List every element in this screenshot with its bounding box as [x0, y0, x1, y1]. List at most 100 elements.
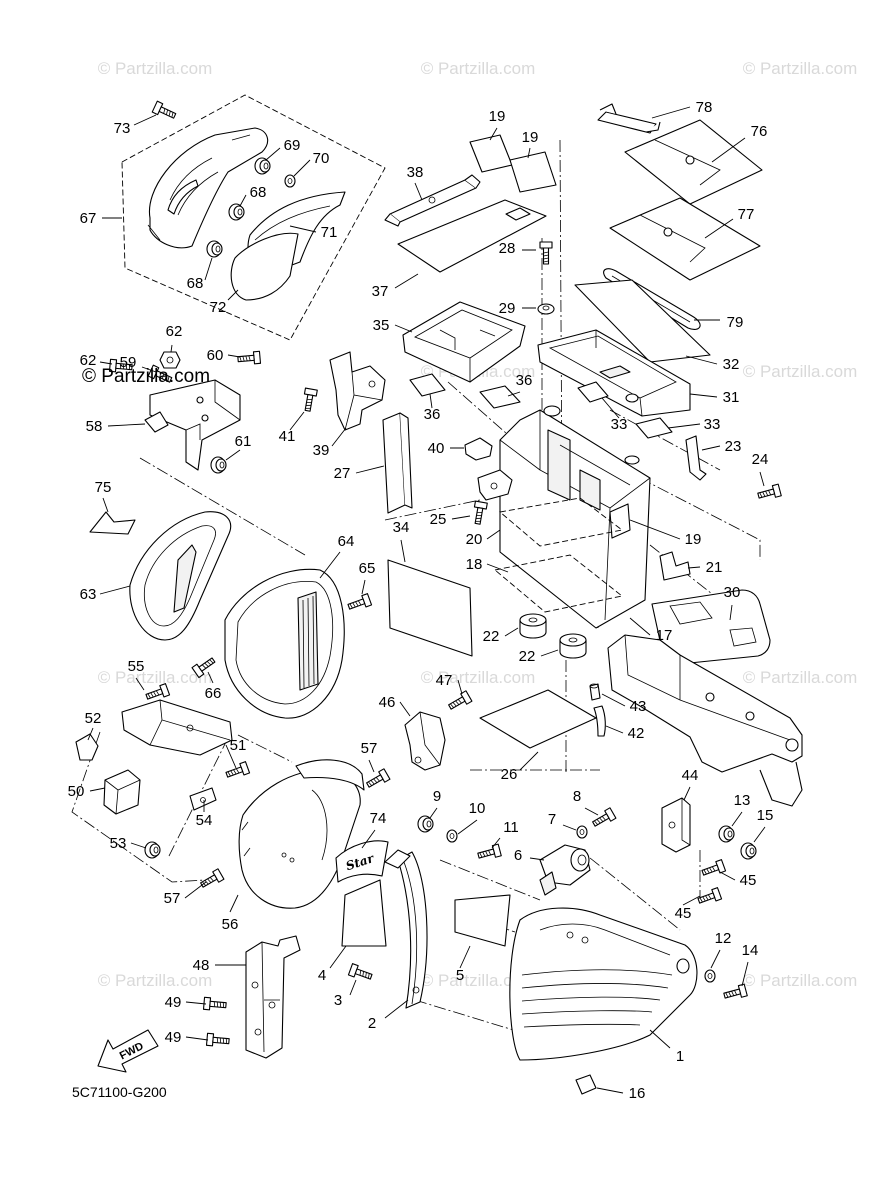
part-17-battery-box — [499, 405, 651, 629]
part-78-strap — [597, 103, 661, 134]
part-11-bolt — [476, 843, 502, 862]
part-1-side-cover — [509, 907, 698, 1061]
callout-47: 47 — [436, 672, 453, 689]
part-61-grommet — [210, 456, 227, 474]
part-58-bracket — [144, 379, 241, 471]
callout-28: 28 — [499, 240, 516, 257]
part-5-sheet — [454, 894, 511, 947]
callout-36-a: 36 — [516, 372, 533, 389]
callout-10: 10 — [469, 800, 486, 817]
part-70-collar — [284, 174, 296, 188]
callout-38: 38 — [407, 164, 424, 181]
part-43-fitting — [589, 683, 601, 701]
part-35-tray — [402, 301, 526, 383]
callout-68-lower: 68 — [187, 275, 204, 292]
part-4-sheet — [341, 879, 387, 947]
part-52-clip — [75, 733, 99, 761]
callout-31: 31 — [723, 389, 740, 406]
part-48-bracket — [245, 935, 301, 1059]
part-51-bolt — [224, 761, 251, 781]
part-57-bolt — [198, 868, 225, 891]
callout-26: 26 — [501, 766, 518, 783]
part-25-bracket — [477, 469, 513, 501]
part-10-washer — [446, 829, 458, 843]
callout-65: 65 — [359, 560, 376, 577]
callout-14: 14 — [742, 942, 759, 959]
callout-27: 27 — [334, 465, 351, 482]
part-6-lock — [539, 844, 591, 896]
callout-69: 69 — [284, 137, 301, 154]
part-27-foam — [382, 412, 413, 514]
part-25-bolt — [471, 500, 488, 526]
callout-19-b: 19 — [522, 129, 539, 146]
callout-20: 20 — [466, 531, 483, 548]
callout-62-a: 62 — [166, 323, 183, 340]
watermark-text: © Partzilla.com — [421, 971, 536, 990]
part-76-bag — [624, 119, 763, 205]
callout-57-a: 57 — [361, 740, 378, 757]
part-57-bolt — [364, 768, 391, 791]
callout-33-b: 33 — [704, 416, 721, 433]
callout-43: 43 — [630, 698, 647, 715]
part-relay-bracket — [121, 699, 233, 756]
callout-67: 67 — [80, 210, 97, 227]
callout-13: 13 — [734, 792, 751, 809]
callout-50: 50 — [68, 783, 85, 800]
part-36-pad — [409, 373, 446, 397]
part-44-bracket — [661, 797, 691, 853]
part-32-sheet — [574, 279, 711, 363]
callout-23: 23 — [725, 438, 742, 455]
callout-74: 74 — [370, 810, 387, 827]
watermark-text: © Partzilla.com — [743, 668, 858, 687]
callout-8: 8 — [573, 788, 581, 805]
callout-22-b: 22 — [519, 648, 536, 665]
callout-53: 53 — [110, 835, 127, 852]
part-75-tag — [89, 511, 136, 535]
callout-22-a: 22 — [483, 628, 500, 645]
callout-34: 34 — [393, 519, 410, 536]
part-77-bag — [609, 197, 761, 281]
callout-19-a: 19 — [489, 108, 506, 125]
part-31-tray — [537, 329, 691, 417]
partzilla-logo: © Partzilla.com — [82, 366, 210, 387]
part-45-bolt — [700, 859, 727, 879]
fwd-arrow-icon: FWD — [97, 1029, 159, 1073]
part-2-bracket — [384, 849, 428, 1009]
part-26-sheet — [479, 689, 597, 749]
callout-42: 42 — [628, 725, 645, 742]
callout-48: 48 — [193, 957, 210, 974]
callout-1: 1 — [676, 1048, 684, 1065]
part-29-collar — [537, 303, 555, 315]
part-71-72-cover — [230, 191, 346, 301]
watermark-text: © Partzilla.com — [421, 59, 536, 78]
part-42-tube — [593, 705, 606, 737]
callout-11: 11 — [503, 819, 519, 836]
watermark-text: © Partzilla.com — [743, 971, 858, 990]
callout-35: 35 — [373, 317, 390, 334]
part-8-bolt — [590, 807, 617, 830]
callout-49-b: 49 — [165, 1029, 182, 1046]
part-37-sheet — [397, 199, 547, 273]
part-67-group-outline — [121, 94, 386, 341]
callout-5: 5 — [456, 967, 464, 984]
part-23-bracket — [685, 435, 707, 481]
callout-9: 9 — [433, 788, 441, 805]
callout-25: 25 — [430, 511, 447, 528]
part-13-grommet — [718, 825, 735, 843]
part-15-grommet — [740, 842, 757, 860]
part-60-bolt — [236, 350, 262, 366]
part-65-bolt — [346, 593, 373, 613]
part-22-damper — [559, 633, 587, 659]
callout-29: 29 — [499, 300, 516, 317]
part-16-clip — [575, 1074, 597, 1095]
callout-33-a: 33 — [611, 416, 628, 433]
callout-37: 37 — [372, 283, 389, 300]
callout-61: 61 — [235, 433, 252, 450]
part-56-cover — [238, 759, 365, 909]
part-7-washer — [576, 825, 588, 839]
callout-45-b: 45 — [675, 905, 692, 922]
diagram-code: 5C71100-G200 — [72, 1084, 167, 1100]
callout-45-a: 45 — [740, 872, 757, 889]
callout-71: 71 — [321, 224, 338, 241]
part-22-damper — [519, 613, 547, 639]
